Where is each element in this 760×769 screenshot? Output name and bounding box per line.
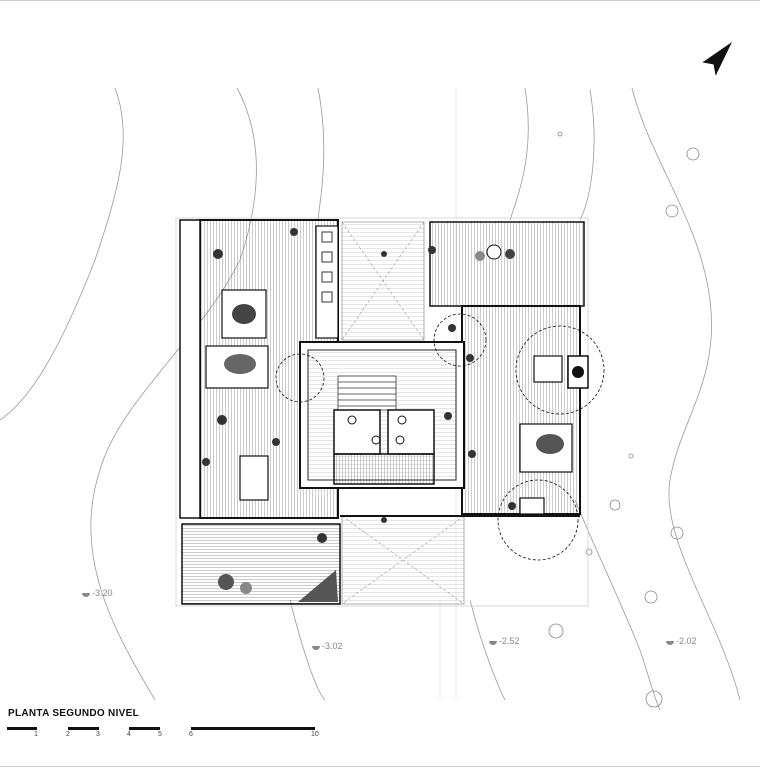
- svg-text:-2.52: -2.52: [499, 636, 520, 646]
- dining-table-left: [239, 455, 269, 501]
- scale-label: 5: [158, 731, 162, 738]
- scale-label: 3: [96, 731, 100, 738]
- building-plan: [175, 217, 605, 607]
- north-arrow-icon: [702, 42, 732, 76]
- scale-label: 10: [311, 731, 319, 738]
- bathroom-right: [387, 409, 435, 455]
- svg-text:-3.20: -3.20: [92, 588, 113, 598]
- staircase: [337, 375, 397, 411]
- left-balcony: [179, 219, 201, 519]
- door-swings: [275, 313, 605, 561]
- bathroom-left: [333, 409, 381, 455]
- level-marker: -3.20: [82, 588, 113, 598]
- site-trees: [548, 131, 700, 708]
- scale-label: 4: [127, 731, 131, 738]
- sheet-top-border: [0, 0, 760, 1]
- sheet-bottom-border: [0, 766, 760, 767]
- level-marker: -3.02: [312, 641, 343, 651]
- terrain-contours: [0, 87, 741, 711]
- svg-text:-3.02: -3.02: [322, 641, 343, 651]
- level-marker: -2.02: [666, 636, 697, 646]
- level-marker: -2.52: [489, 636, 520, 646]
- terrace-top-right: [429, 221, 585, 307]
- level-markers: -3.20 -3.02 -2.52 -2.02: [82, 588, 697, 651]
- sheet-title: PLANTA SEGUNDO NIVEL: [8, 708, 140, 719]
- scale-label: 6: [189, 731, 193, 738]
- scale-bar: [7, 727, 315, 730]
- svg-text:-2.02: -2.02: [676, 636, 697, 646]
- room-right: [461, 305, 581, 515]
- scale-label: 1: [34, 731, 38, 738]
- scale-label: 2: [66, 731, 70, 738]
